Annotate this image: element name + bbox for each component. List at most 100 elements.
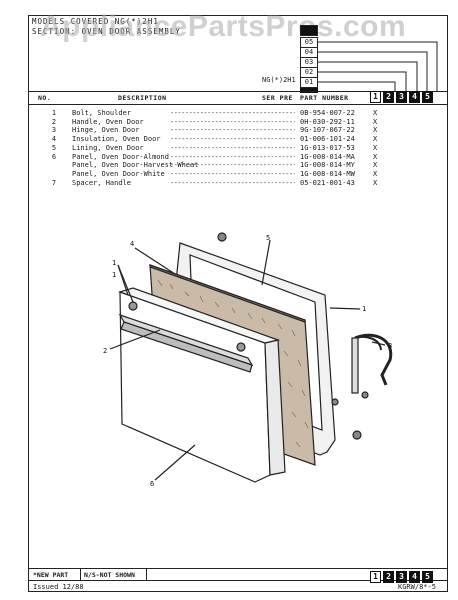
leader-dashes: ----------------------------------------… xyxy=(170,169,295,178)
callout-1-left: 1 xyxy=(112,259,116,267)
part-row: 2 Handle, Oven Door 0H-030-292-11 X --------… xyxy=(0,118,458,127)
spacer-right xyxy=(236,342,246,352)
section-code-marker xyxy=(300,25,318,36)
callout-3: 3 xyxy=(388,342,392,350)
part-model-mark: X xyxy=(373,126,378,135)
part-number: 9G-107-067-22 xyxy=(300,126,355,135)
part-model-mark: X xyxy=(373,178,378,187)
part-description: Hinge, Oven Door xyxy=(72,126,140,135)
footer-model-tabs: 1 2 3 4 5 xyxy=(370,571,433,583)
footer-model-col-2: 2 xyxy=(383,571,394,583)
part-model-mark: X xyxy=(373,117,378,126)
page-code: KGRW/8*-5 xyxy=(398,583,436,591)
footer-divider xyxy=(80,568,81,580)
part-model-mark: X xyxy=(373,143,378,152)
part-row: 5 Lining, Oven Door 1G-013-017-53 X --------… xyxy=(0,144,458,153)
part-description: Panel, Oven Door-Harvest Wheat xyxy=(72,161,199,170)
part-model-mark: X xyxy=(373,135,378,144)
part-model-mark: X xyxy=(373,161,378,170)
footer-model-col-1: 1 xyxy=(370,571,381,583)
part-ref-number: 4 xyxy=(51,135,57,144)
spacer-left xyxy=(128,301,138,311)
header-rule xyxy=(28,91,448,92)
part-model-mark: X xyxy=(373,109,378,117)
models-covered-line: MODELS COVERED NG(*)2H1 xyxy=(32,17,159,26)
leader-dashes: ----------------------------------------… xyxy=(170,161,295,170)
part-row: 3 Hinge, Oven Door 9G-107-067-22 X ---------… xyxy=(0,126,458,135)
part-model-mark: X xyxy=(373,169,378,178)
leader-dashes: ----------------------------------------… xyxy=(170,126,295,135)
part-number: 1G-008-014-MA xyxy=(300,152,355,161)
callout-5: 5 xyxy=(266,234,270,242)
part-row: 1 Bolt, Shoulder 0B-954-007-22 X -----------… xyxy=(0,109,458,118)
part-ref-number: 7 xyxy=(51,178,57,187)
watermark: AppliancePartsPros.com xyxy=(40,10,407,43)
footer-model-col-5: 5 xyxy=(422,571,433,583)
issued-date: Issued 12/88 xyxy=(33,583,84,591)
column-no: NO. xyxy=(38,94,52,102)
page-frame xyxy=(28,15,448,592)
footer-rule-lower xyxy=(28,580,448,581)
section-line: SECTION: OVEN DOOR ASSEMBLY xyxy=(32,27,181,36)
leader-dashes: ----------------------------------------… xyxy=(170,178,295,187)
oven-door-diagram: 1 1 2 3 4 5 6 1 xyxy=(103,232,393,488)
footer-divider-2 xyxy=(146,568,147,580)
part-number: 0B-954-007-22 xyxy=(300,109,355,117)
leader-dashes: ----------------------------------------… xyxy=(170,135,295,144)
part-description: Spacer, Handle xyxy=(72,178,132,187)
model-tag: NG(*)2H1 xyxy=(262,76,296,84)
leader-dashes: ----------------------------------------… xyxy=(170,152,295,161)
part-ref-number: 3 xyxy=(51,126,57,135)
part-number: 05-021-001-43 xyxy=(300,178,355,187)
footer-model-col-3: 3 xyxy=(396,571,407,583)
part-ref-number: 5 xyxy=(51,143,57,152)
part-description: Panel, Oven Door-Almond xyxy=(72,152,169,161)
part-ref-number: 1 xyxy=(51,109,57,117)
part-row: Panel, Oven Door-Harvest Wheat 1G-008-014… xyxy=(0,161,458,170)
part-row: 4 Insulation, Oven Door 01-006-101-24 X ----… xyxy=(0,135,458,144)
part-description: Panel, Oven Door-White xyxy=(72,169,165,178)
not-shown-legend: N/S-NOT SHOWN xyxy=(84,571,135,579)
model-col-5: 5 xyxy=(422,91,433,103)
part-ref-number: 2 xyxy=(51,117,57,126)
section-code-bar xyxy=(300,88,318,93)
callout-4: 4 xyxy=(130,240,134,248)
model-col-3: 3 xyxy=(396,91,407,103)
shoulder-bolt xyxy=(217,232,227,242)
column-ser-pre: SER PRE xyxy=(262,94,293,102)
leader-dashes: ----------------------------------------… xyxy=(170,109,295,117)
part-description: Lining, Oven Door xyxy=(72,143,144,152)
part-number: 1G-008-014-MW xyxy=(300,169,355,178)
callout-6: 6 xyxy=(150,480,154,488)
footer-model-col-4: 4 xyxy=(409,571,420,583)
new-part-legend: *NEW PART xyxy=(33,571,69,579)
part-number: 01-006-101-24 xyxy=(300,135,355,144)
part-number: 0H-030-292-11 xyxy=(300,117,355,126)
model-col-1: 1 xyxy=(370,91,381,103)
part-description: Insulation, Oven Door xyxy=(72,135,161,144)
column-header-rule xyxy=(28,104,448,105)
callout-1-left-b: 1 xyxy=(112,271,116,279)
model-col-4: 4 xyxy=(409,91,420,103)
callout-1-right: 1 xyxy=(362,305,366,313)
section-code-01: 01 xyxy=(300,77,318,88)
column-part-number: PART NUMBER xyxy=(300,94,349,102)
part-number: 1G-013-017-53 xyxy=(300,143,355,152)
part-row: Panel, Oven Door-White 1G-008-014-MW X ----… xyxy=(0,170,458,179)
part-ref-number: 6 xyxy=(51,152,57,161)
part-number: 1G-008-014-MY xyxy=(300,161,355,170)
model-col-2: 2 xyxy=(383,91,394,103)
leader-dashes: ----------------------------------------… xyxy=(170,143,295,152)
footer-rule xyxy=(28,568,448,569)
model-column-tabs: 1 2 3 4 5 xyxy=(370,91,438,104)
column-description: DESCRIPTION xyxy=(118,94,167,102)
callout-2: 2 xyxy=(103,347,107,355)
leader-dashes: ----------------------------------------… xyxy=(170,117,295,126)
part-model-mark: X xyxy=(373,152,378,161)
part-row: 6 Panel, Oven Door-Almond 1G-008-014-MA X --… xyxy=(0,153,458,162)
part-description: Bolt, Shoulder xyxy=(72,109,132,117)
section-bracket-lines xyxy=(318,41,438,91)
part-row: 7 Spacer, Handle 05-021-001-43 X -----------… xyxy=(0,179,458,188)
part-description: Handle, Oven Door xyxy=(72,117,144,126)
